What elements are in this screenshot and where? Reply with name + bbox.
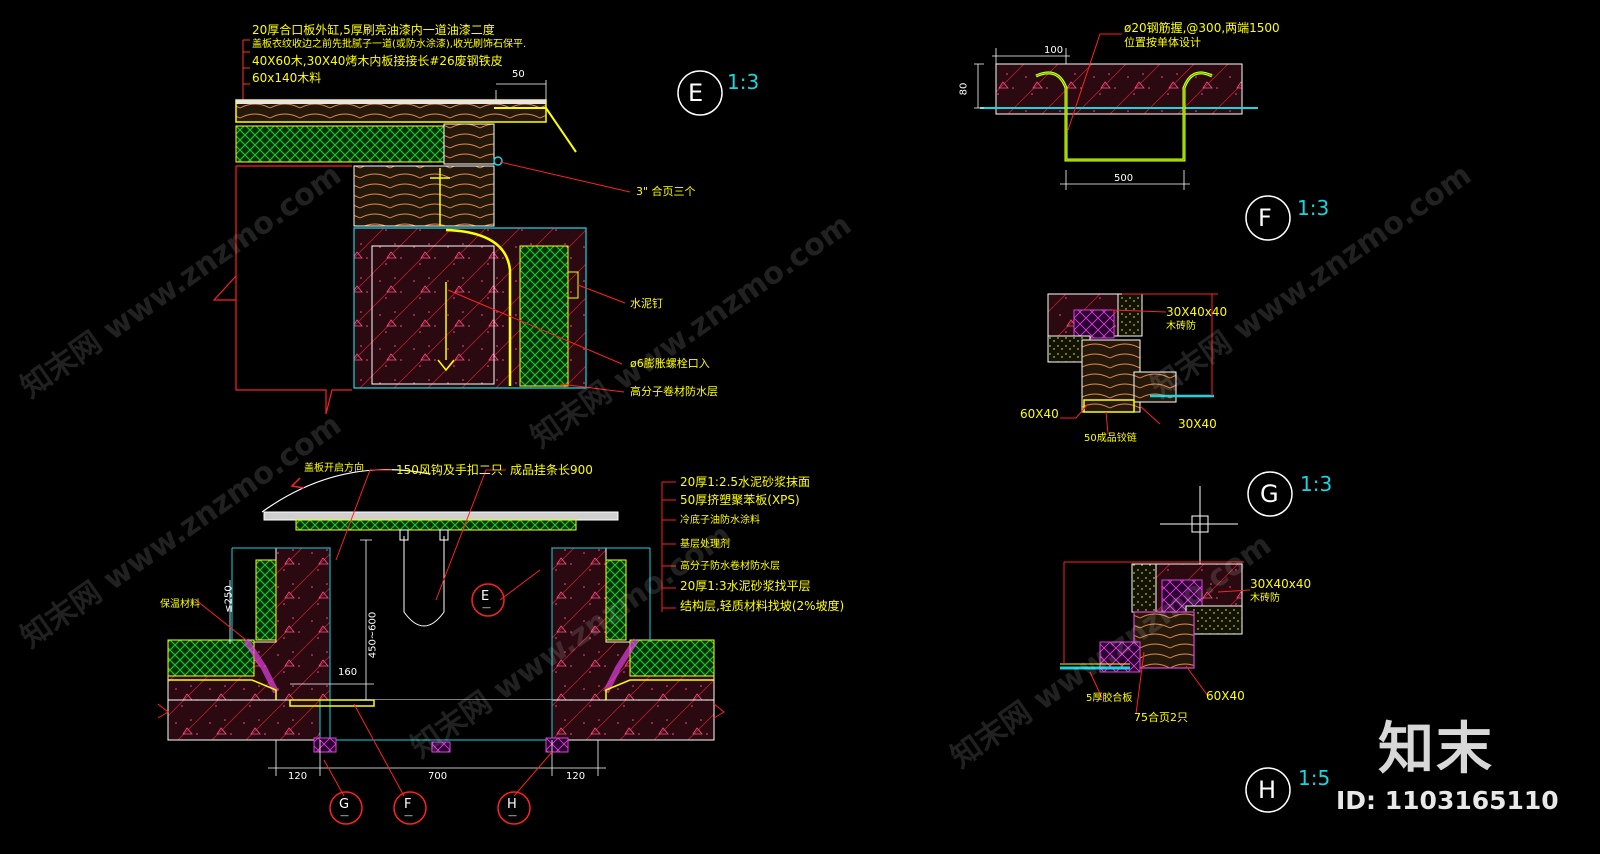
- hinge-u-l3: 60X40: [1020, 407, 1059, 421]
- dim-100: 100: [1044, 45, 1064, 56]
- section-note-1: 150风钩及手扣二只: [396, 463, 503, 477]
- dim-700: 700: [428, 771, 448, 782]
- dim-120-left: 120: [288, 771, 308, 782]
- view-h-scale: 1:5: [1298, 766, 1331, 790]
- bar-note-1: ø20钢筋握,@300,两端1500: [1124, 21, 1280, 35]
- layer-6: 20厚1:3水泥砂浆找平层: [680, 579, 811, 593]
- layer-7: 结构层,轻质材料找坡(2%坡度): [680, 599, 845, 613]
- view-e-letter: E: [688, 79, 704, 107]
- layer-3: 冷底子油防水涂料: [680, 515, 760, 526]
- detail-e: [212, 39, 723, 415]
- marker-h-sub: —: [508, 811, 517, 821]
- hinge-l-l3: 5厚胶合板: [1086, 693, 1133, 704]
- label-bolt: ø6膨胀螺栓口入: [630, 357, 710, 370]
- hinge-u-l5: 50成品铰链: [1084, 433, 1137, 444]
- main-section: [157, 469, 725, 797]
- asset-id: ID: 1103165110: [1336, 786, 1559, 815]
- detail-hinge-upper: [1047, 293, 1218, 435]
- hinge-u-l1: 30X40x40: [1166, 305, 1228, 319]
- insulation-note: 保温材料: [160, 599, 200, 610]
- label-nail: 水泥钉: [630, 297, 663, 310]
- dim-80: 80: [958, 82, 970, 96]
- detail-hinge-lower: [1060, 471, 1293, 813]
- hinge-l-l1: 30X40x40: [1250, 577, 1312, 591]
- section-markers: [329, 583, 531, 825]
- hinge-u-l2: 木砖防: [1166, 321, 1196, 332]
- view-g-letter: G: [1260, 480, 1279, 508]
- marker-h-letter: H: [507, 797, 517, 812]
- hinge-u-l4: 30X40: [1178, 417, 1217, 431]
- layer-5: 高分子防水卷材防水层: [680, 561, 780, 572]
- marker-f-letter: F: [404, 797, 412, 812]
- detail-bar: [974, 33, 1291, 241]
- lid-open-note: 盖板开启方向: [304, 463, 364, 474]
- dim-50: 50: [512, 69, 525, 80]
- hinge-l-l4: 75合页2只: [1134, 711, 1188, 724]
- bar-note-2: 位置按单体设计: [1124, 36, 1201, 49]
- hinge-l-l5: 60X40: [1206, 689, 1245, 703]
- view-f-scale: 1:3: [1297, 196, 1330, 220]
- view-g-scale: 1:3: [1300, 472, 1333, 496]
- layer-4: 基层处理剂: [680, 539, 730, 550]
- note-e-3: 40X60木,30X40烤木内板接接长#26废钢铁皮: [252, 54, 503, 68]
- view-f-letter: F: [1258, 204, 1272, 232]
- marker-e-sub: —: [482, 603, 491, 613]
- dim-160: 160: [338, 667, 358, 678]
- note-e-4: 60x140木料: [252, 71, 322, 85]
- view-e-scale: 1:3: [727, 70, 760, 94]
- dim-500: 500: [1114, 173, 1134, 184]
- label-hinge-3: 3" 合页三个: [636, 185, 696, 198]
- marker-e-letter: E: [481, 589, 490, 604]
- section-note-2: 成品挂条长900: [510, 463, 593, 477]
- dim-120-right: 120: [566, 771, 586, 782]
- note-e-2: 盖板衣纹收边之前先批腻子一道(或防水涂漆),收光刷饰石保平.: [252, 39, 527, 50]
- layer-1: 20厚1:2.5水泥砂浆抹面: [680, 475, 811, 489]
- marker-g-letter: G: [339, 797, 350, 812]
- marker-g-sub: —: [340, 811, 349, 821]
- hinge-l-l2: 木砖防: [1250, 593, 1280, 604]
- dim-450-600: 450~600: [367, 611, 379, 659]
- layer-2: 50厚挤塑聚苯板(XPS): [680, 493, 800, 507]
- dim-250: ≤250: [223, 585, 235, 613]
- note-e-1: 20厚合口板外缸,5厚刷亮油漆内一道油漆二度: [252, 23, 495, 37]
- view-h-letter: H: [1258, 776, 1277, 804]
- label-membrane: 高分子卷材防水层: [630, 385, 718, 398]
- brand-logo: 知末: [1378, 717, 1494, 782]
- marker-f-sub: —: [404, 811, 413, 821]
